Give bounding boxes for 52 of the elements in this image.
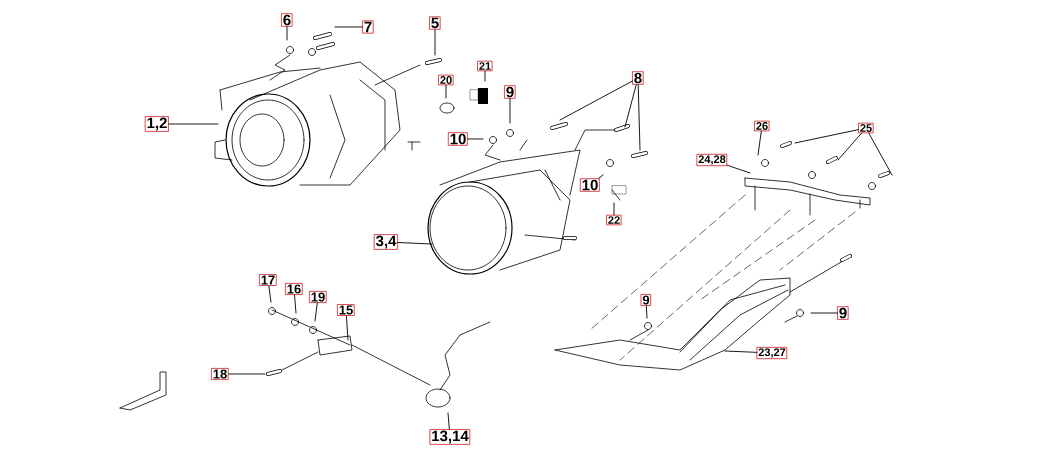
callout-number: 24,28 — [696, 153, 728, 167]
leader-line — [445, 84, 447, 99]
leader-line — [810, 312, 838, 314]
callout-number: 23,27 — [756, 346, 788, 360]
callout-number: 16 — [285, 283, 303, 295]
callout-number: 8 — [632, 71, 644, 85]
callout-number: 22 — [606, 214, 622, 226]
callout-number: 20 — [438, 74, 454, 86]
callout-number: 18 — [211, 368, 229, 380]
leader-line — [314, 302, 318, 322]
callout-number: 15 — [337, 304, 355, 316]
leader-line — [613, 202, 615, 216]
callout-number: 3,4 — [374, 234, 398, 250]
callout-number: 9 — [504, 85, 516, 99]
leader-line — [345, 315, 349, 341]
callout-number: 7 — [362, 20, 374, 34]
callout-number: 25 — [858, 122, 874, 134]
leader-line — [726, 164, 751, 174]
leader-line — [228, 373, 266, 375]
leader-line — [637, 84, 641, 151]
leader-line — [794, 129, 859, 144]
leader-line — [397, 242, 433, 245]
leader-line — [434, 29, 436, 56]
callout-number: 9 — [837, 306, 849, 320]
leader-line — [868, 132, 893, 176]
leader-line — [724, 350, 758, 353]
callout-number: 9 — [641, 294, 651, 306]
leader-line — [286, 26, 288, 41]
callout-number: 19 — [309, 291, 327, 303]
leader-line — [467, 138, 484, 140]
callout-number: 5 — [429, 16, 441, 30]
leader-line — [294, 294, 297, 314]
callout-number: 10 — [580, 178, 600, 192]
leader-line — [837, 132, 862, 161]
leader-line — [757, 130, 762, 156]
leader-line — [509, 98, 511, 124]
callout-number: 1,2 — [145, 116, 169, 132]
callout-number: 13,14 — [429, 429, 471, 445]
leader-line — [645, 305, 648, 319]
callout-number: 10 — [448, 132, 468, 146]
leader-line — [559, 80, 633, 121]
callout-number: 6 — [281, 13, 293, 27]
leader-line — [624, 84, 637, 128]
callout-number: 17 — [259, 274, 277, 286]
callout-number: 21 — [477, 60, 493, 72]
leader-line — [334, 26, 363, 28]
leader-line — [168, 123, 219, 125]
leader-line — [447, 412, 450, 430]
callout-number: 26 — [754, 120, 770, 132]
leader-line — [268, 285, 272, 303]
leader-line — [598, 174, 604, 179]
leader-line — [484, 70, 486, 82]
